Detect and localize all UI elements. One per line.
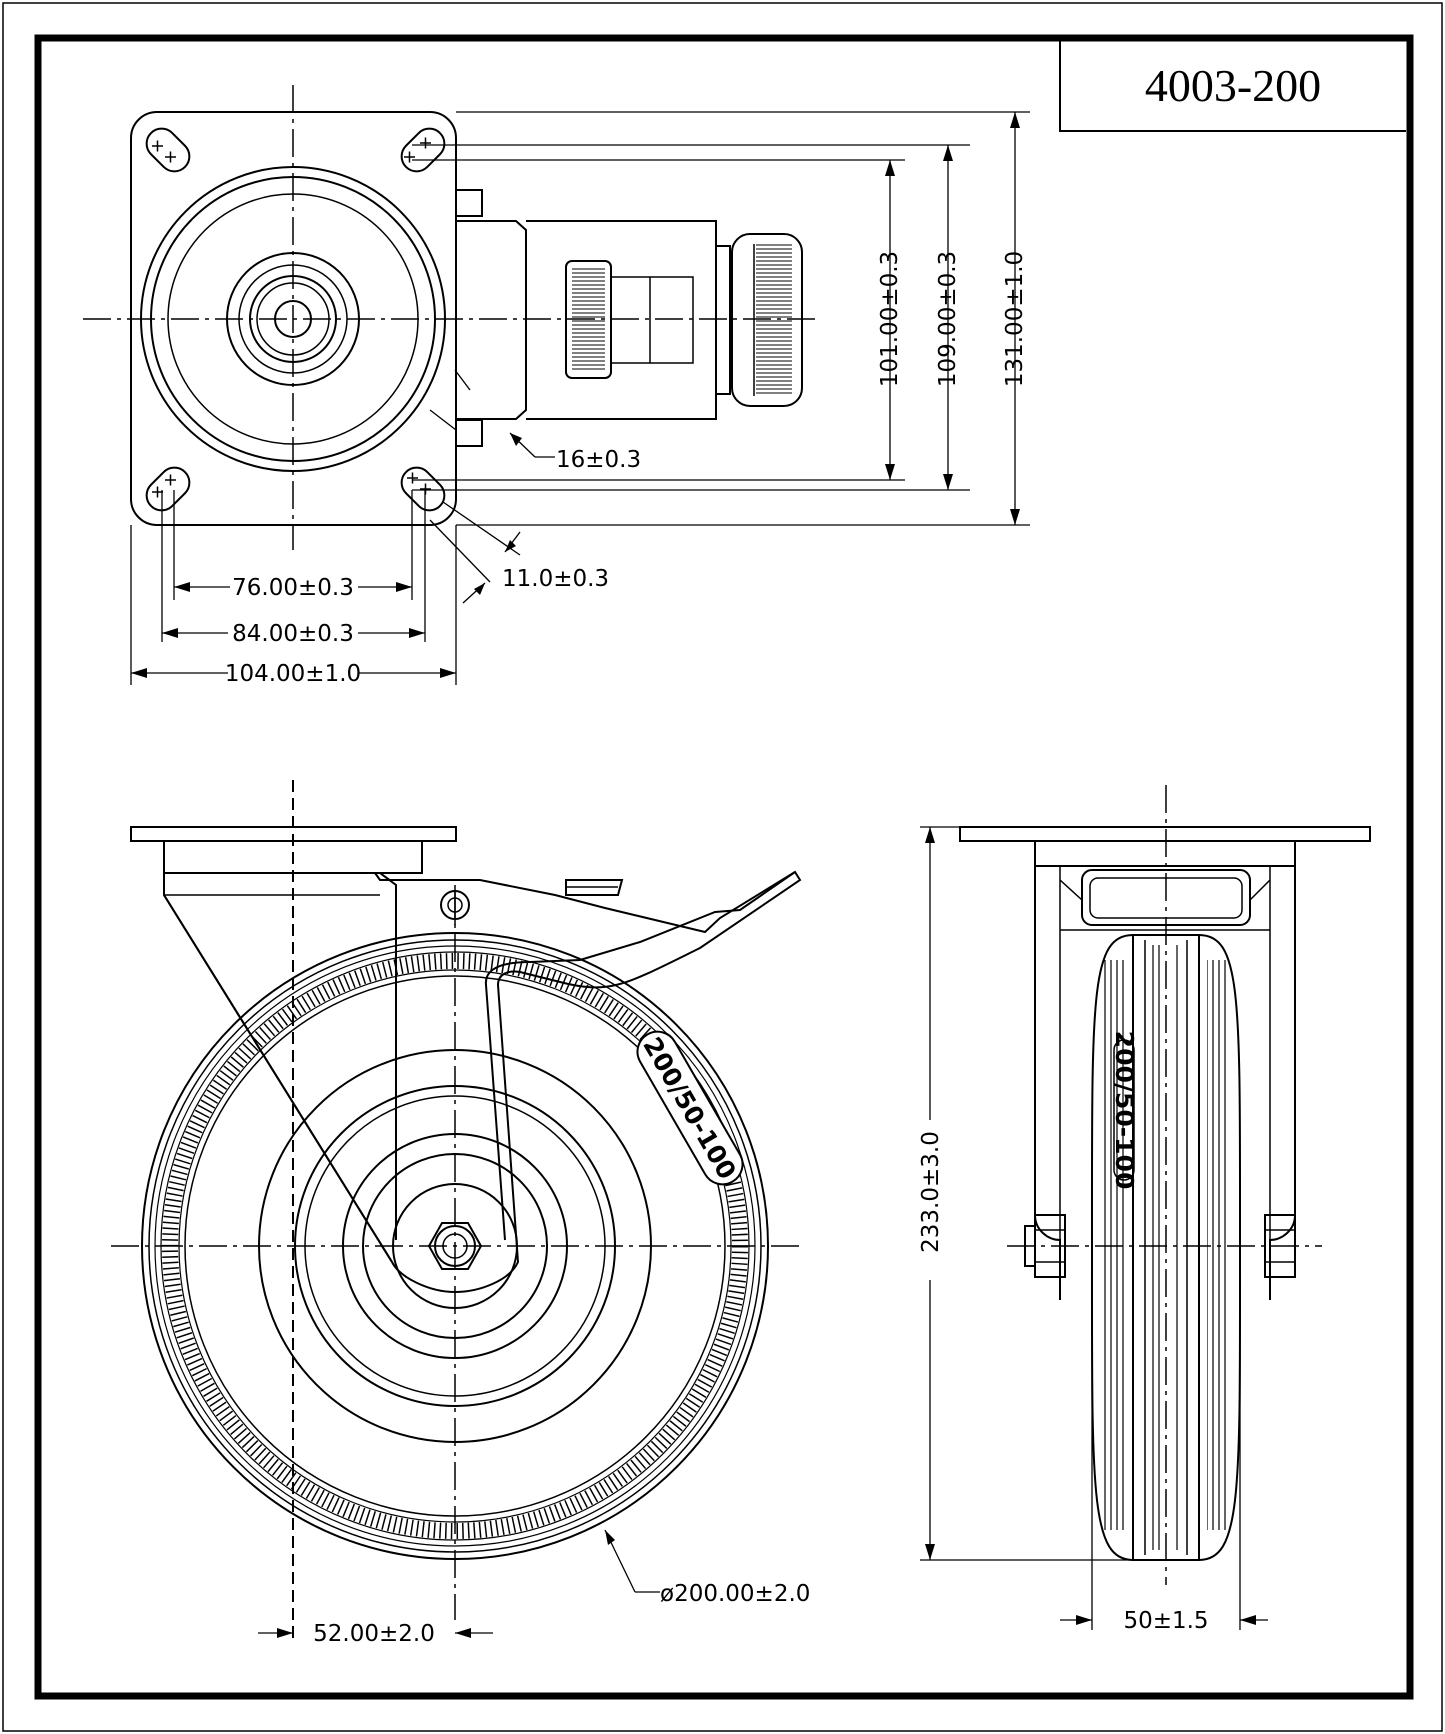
top-view: 101.00±0.3 109.00±0.3 131.00±1.0 76.00±0… xyxy=(83,85,1030,687)
front-plate xyxy=(959,826,1371,842)
fork-leg xyxy=(163,870,802,1294)
dim-16: 16±0.3 xyxy=(556,447,641,473)
dim-11: 11.0±0.3 xyxy=(502,566,609,592)
dim-131: 131.00±1.0 xyxy=(1002,251,1028,387)
dim-104: 104.00±1.0 xyxy=(225,661,361,687)
dim-109: 109.00±0.3 xyxy=(935,251,961,387)
dim-diameter: ø200.00±2.0 xyxy=(660,1581,810,1607)
brake-mechanism xyxy=(455,189,803,447)
dim-52: 52.00±2.0 xyxy=(313,1621,435,1647)
axle-nut xyxy=(427,1222,483,1270)
dim-50: 50±1.5 xyxy=(1123,1608,1208,1634)
mounting-hole-bl xyxy=(145,466,191,512)
part-number: 4003-200 xyxy=(1145,60,1321,111)
title-block: 4003-200 xyxy=(1059,38,1406,132)
tire-marking-front: 200/50-100 xyxy=(1110,1031,1139,1190)
front-view: 200/50-100 233.0±3.0 50±1.5 xyxy=(918,785,1371,1634)
mounting-hole-tl xyxy=(145,127,191,173)
top-plate xyxy=(130,111,457,526)
dim-101: 101.00±0.3 xyxy=(877,251,903,387)
mounting-hole-tr xyxy=(400,127,446,173)
side-view: 200/50-100 ø200.00±2.0 52.00±2.0 xyxy=(111,780,810,1647)
side-wheel xyxy=(141,932,769,1560)
dim-76: 76.00±0.3 xyxy=(232,575,354,601)
dim-233: 233.0±3.0 xyxy=(918,1131,944,1253)
drawing-border xyxy=(34,34,1414,1700)
tire-marking-text: 200/50-100 xyxy=(637,1032,741,1184)
front-axle xyxy=(1024,1214,1296,1278)
mounting-hole-br xyxy=(400,466,446,512)
front-wheel: 200/50-100 xyxy=(1090,934,1242,1561)
dim-84: 84.00±0.3 xyxy=(232,621,354,647)
front-fork xyxy=(1034,866,1296,1300)
